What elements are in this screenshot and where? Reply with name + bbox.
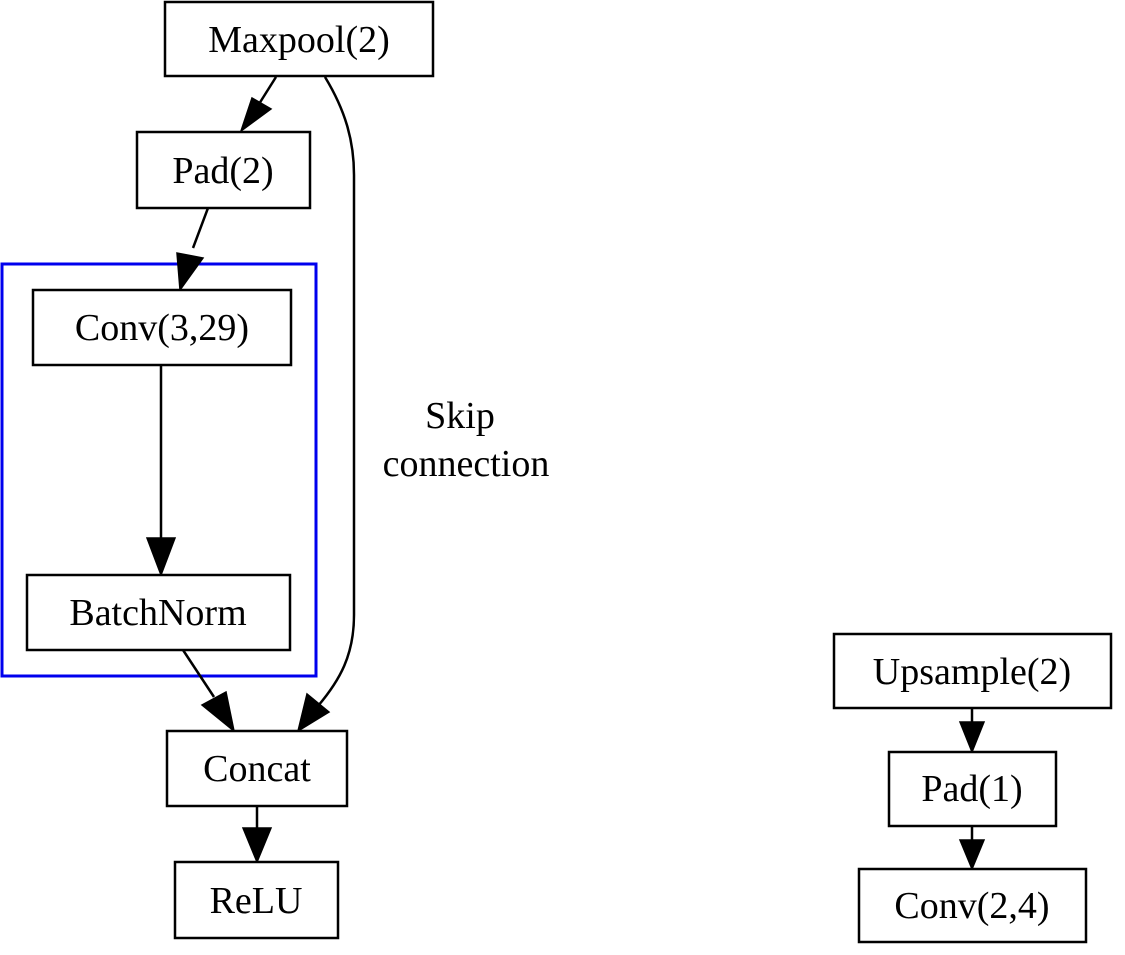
conv-block-cluster: [0, 262, 318, 678]
edge-concat-to-relu: [241, 807, 273, 864]
node-conv24-label: Conv(2,4): [894, 885, 1049, 927]
node-concat-label: Concat: [203, 748, 311, 790]
edge-pad-to-conv24: [958, 826, 986, 871]
node-maxpool-label: Maxpool(2): [208, 19, 390, 61]
node-pad2: Pad(2): [135, 130, 312, 210]
node-batchnorm: BatchNorm: [25, 573, 292, 652]
node-pad1: Pad(1): [887, 750, 1058, 828]
node-concat: Concat: [165, 729, 349, 808]
skip-label-line1: Skip: [425, 395, 495, 437]
edge-pad-to-conv: [176, 207, 210, 293]
skip-label-line2: connection: [383, 443, 550, 485]
edge-batchnorm-to-concat: [181, 649, 236, 733]
node-relu-label: ReLU: [210, 880, 303, 922]
edge-maxpool-to-pad: [239, 76, 278, 133]
skip-connection-edge: [296, 76, 356, 733]
node-conv-label: Conv(3,29): [75, 307, 249, 349]
node-upsample-label: Upsample(2): [873, 651, 1071, 693]
node-conv: Conv(3,29): [31, 288, 293, 367]
edge-upsample-to-pad: [958, 708, 986, 755]
node-pad2-label: Pad(2): [172, 150, 273, 192]
node-pad1-label: Pad(1): [921, 768, 1022, 810]
node-conv24: Conv(2,4): [857, 867, 1088, 944]
node-maxpool: Maxpool(2): [163, 0, 435, 78]
node-batchnorm-label: BatchNorm: [69, 592, 246, 634]
node-upsample: Upsample(2): [832, 632, 1113, 710]
node-relu: ReLU: [173, 860, 340, 940]
edge-conv-to-batchnorm: [145, 365, 177, 578]
